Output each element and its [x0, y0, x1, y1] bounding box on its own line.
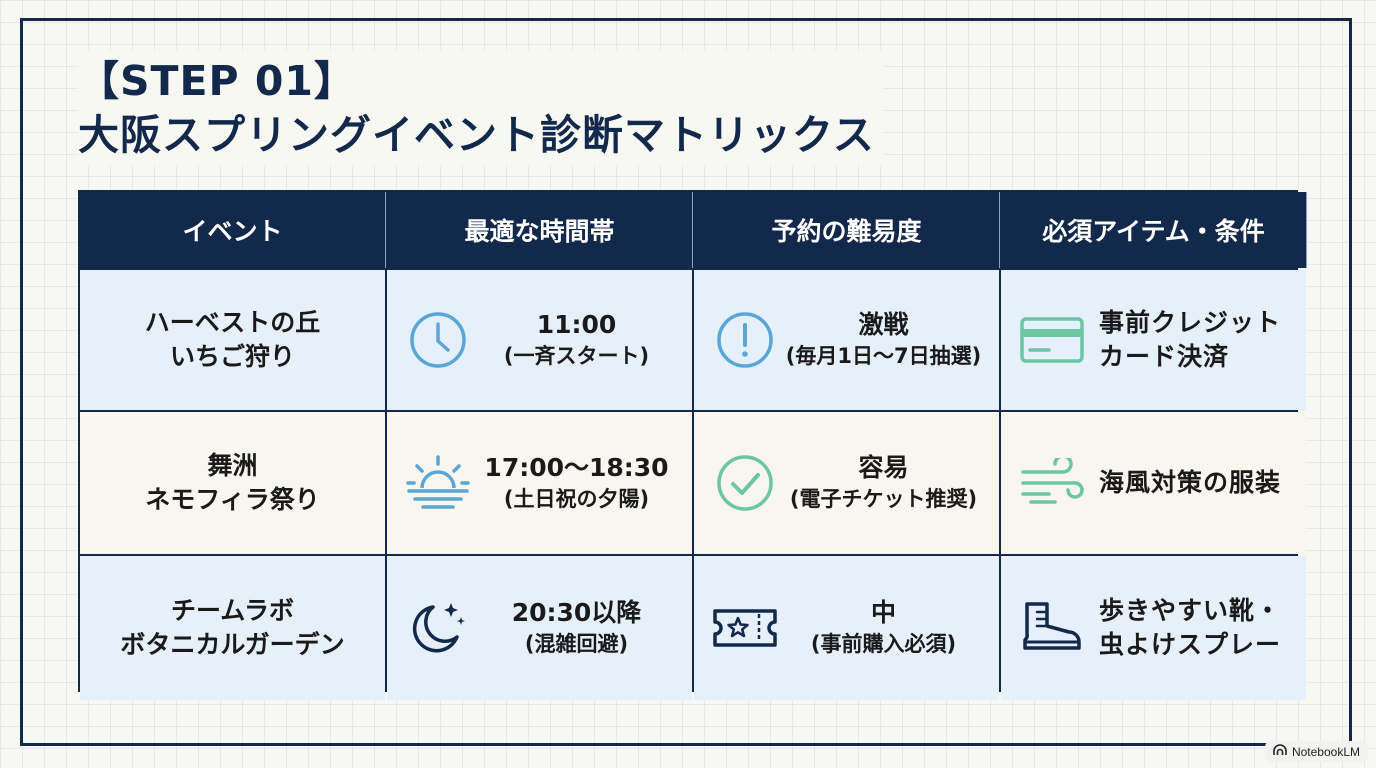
row1-time-sub: (一斉スタート)	[503, 344, 650, 368]
row2-event-line2: ネモフィラ祭り	[145, 485, 320, 514]
row3-event-line2: ボタニカルガーデン	[120, 630, 345, 659]
boot-icon	[1019, 595, 1085, 661]
row1-items-line2: カード決済	[1099, 342, 1230, 371]
row2-time-sub: (土日祝の夕陽)	[503, 487, 650, 511]
row3-difficulty-sub: (事前購入必須)	[810, 632, 957, 656]
moon-stars-icon	[405, 595, 471, 661]
notebooklm-logo-icon	[1273, 744, 1287, 759]
title-main: 大阪スプリングイベント診断マトリックス	[78, 111, 875, 159]
row1-difficulty-main: 激戦	[858, 310, 909, 339]
header-difficulty: 予約の難易度	[694, 192, 999, 268]
header-best-time: 最適な時間帯	[387, 192, 692, 268]
row3-difficulty-main: 中	[870, 598, 896, 627]
row2-event-line1: 舞洲	[207, 451, 258, 480]
credit-card-icon	[1019, 307, 1085, 373]
page-title: 【STEP 01】 大阪スプリングイベント診断マトリックス	[78, 50, 883, 166]
row2-items-cell: 海風対策の服装	[1001, 412, 1306, 554]
row1-event-cell: ハーベストの丘 いちご狩り	[80, 270, 385, 410]
header-requirements: 必須アイテム・条件	[1001, 192, 1306, 268]
row3-items-line2: 虫よけスプレー	[1099, 630, 1282, 659]
row2-difficulty-main: 容易	[858, 453, 909, 482]
check-circle-icon	[712, 450, 778, 516]
row2-difficulty-sub: (電子チケット推奨)	[789, 487, 978, 511]
row2-difficulty-cell: 容易 (電子チケット推奨)	[694, 412, 999, 554]
row2-time-cell: 17:00〜18:30 (土日祝の夕陽)	[387, 412, 692, 554]
title-step: 【STEP 01】	[78, 57, 356, 105]
row2-event-cell: 舞洲 ネモフィラ祭り	[80, 412, 385, 554]
sunset-icon	[405, 450, 471, 516]
row1-event-line2: いちご狩り	[169, 342, 295, 371]
alert-icon	[712, 307, 778, 373]
row1-event-line1: ハーベストの丘	[144, 308, 321, 337]
row1-difficulty-cell: 激戦 (毎月1日〜7日抽選)	[694, 270, 999, 410]
row3-time-main: 20:30以降	[511, 598, 642, 627]
event-matrix-table: イベント 最適な時間帯 予約の難易度 必須アイテム・条件 ハーベストの丘 いちご…	[78, 190, 1306, 700]
row3-items-cell: 歩きやすい靴・ 虫よけスプレー	[1001, 556, 1306, 700]
row3-items-line1: 歩きやすい靴・	[1099, 596, 1282, 625]
row2-time-main: 17:00〜18:30	[484, 453, 669, 482]
notebooklm-badge: NotebookLM	[1264, 741, 1368, 762]
row1-items-cell: 事前クレジット カード決済	[1001, 270, 1306, 410]
row3-time-sub: (混雑回避)	[524, 632, 629, 656]
row2-items-line1: 海風対策の服装	[1099, 468, 1282, 497]
row1-time-cell: 11:00 (一斉スタート)	[387, 270, 692, 410]
wind-icon	[1019, 450, 1085, 516]
row1-items-line1: 事前クレジット	[1099, 308, 1282, 337]
clock-icon	[405, 307, 471, 373]
slide-frame	[20, 18, 1352, 746]
row3-event-cell: チームラボ ボタニカルガーデン	[80, 556, 385, 700]
header-event: イベント	[80, 192, 385, 268]
row3-difficulty-cell: 中 (事前購入必須)	[694, 556, 999, 700]
row3-event-line1: チームラボ	[170, 596, 294, 625]
row1-difficulty-sub: (毎月1日〜7日抽選)	[785, 344, 982, 368]
ticket-icon	[712, 595, 778, 661]
row3-time-cell: 20:30以降 (混雑回避)	[387, 556, 692, 700]
notebooklm-label: NotebookLM	[1291, 744, 1360, 759]
row1-time-main: 11:00	[536, 310, 617, 339]
